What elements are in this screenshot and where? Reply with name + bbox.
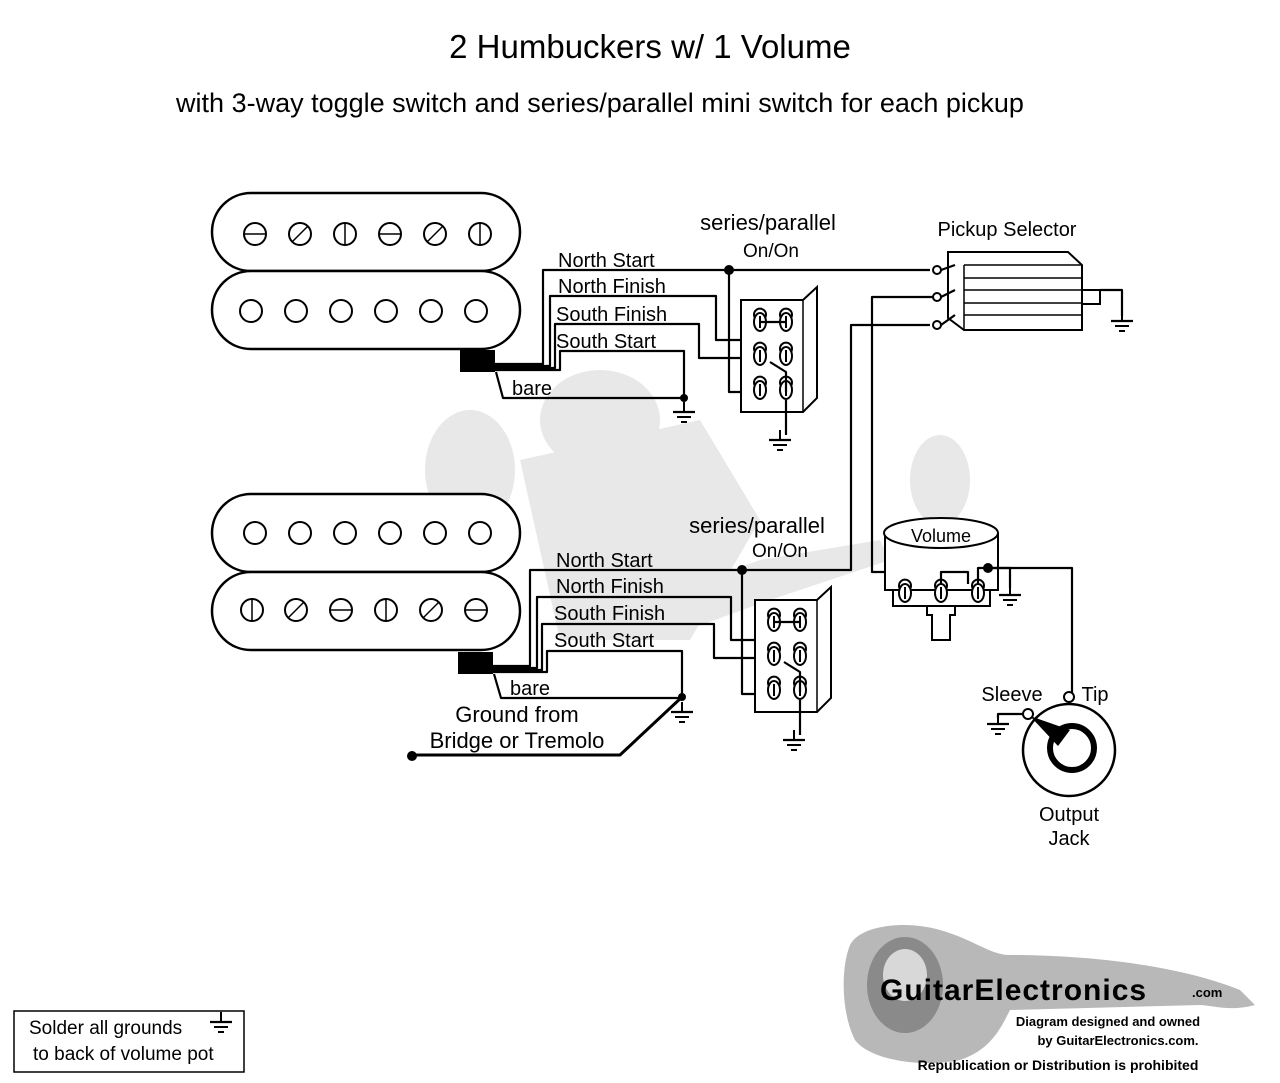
pickup-2-wire-north-start: North Start xyxy=(556,550,653,572)
pickup-1-wire-north-start: North Start xyxy=(558,250,655,272)
pickup-2-wire-north-finish: North Finish xyxy=(556,576,664,598)
logo-line3: Republication or Distribution is prohibi… xyxy=(918,1057,1199,1073)
logo-brand-text: GuitarElectronics xyxy=(880,974,1147,1007)
pole-screws-1 xyxy=(243,222,492,246)
pickup-selector-toggle xyxy=(932,251,1135,333)
switch-1-label: series/parallel xyxy=(700,210,836,235)
volume-pot: Volume xyxy=(883,517,1074,694)
pickup-selector-label: Pickup Selector xyxy=(938,219,1077,241)
pole-screws-2 xyxy=(240,598,488,622)
output-jack xyxy=(985,691,1117,798)
pickup-2-wire-bare: bare xyxy=(510,678,550,700)
pole-slugs-1 xyxy=(239,299,488,323)
jack-sleeve-label: Sleeve xyxy=(981,684,1042,706)
ground-note-line2: Bridge or Tremolo xyxy=(430,728,605,753)
diagram-subtitle: with 3-way toggle switch and series/para… xyxy=(175,88,1024,118)
logo-line2: by GuitarElectronics.com. xyxy=(1037,1033,1198,1048)
pickup-1-wire-bare: bare xyxy=(512,378,552,400)
switch-2-sublabel: On/On xyxy=(752,541,808,562)
pickup-1-wire-south-start: South Start xyxy=(556,331,657,353)
humbucker-pickup-2 xyxy=(210,492,522,674)
pole-slugs-2 xyxy=(243,521,492,545)
solder-note-line1: Solder all grounds xyxy=(29,1018,182,1039)
guitarelectronics-logo: GuitarElectronics .com Diagram designed … xyxy=(843,925,1255,1073)
logo-line1: Diagram designed and owned xyxy=(1016,1014,1200,1029)
switch-1-sublabel: On/On xyxy=(743,241,799,262)
logo-brand-suffix: .com xyxy=(1192,985,1222,1000)
volume-label: Volume xyxy=(911,526,971,546)
solder-note-line2: to back of volume pot xyxy=(33,1044,214,1065)
jack-output-label: Output xyxy=(1039,804,1099,826)
ground-note-line1: Ground from xyxy=(455,702,579,727)
series-parallel-switch-1 xyxy=(740,284,818,452)
series-parallel-switch-2 xyxy=(754,584,832,752)
pickup-1-leads xyxy=(488,265,930,424)
jack-tip-label: Tip xyxy=(1081,684,1108,706)
pickup-2-wire-south-finish: South Finish xyxy=(554,603,665,625)
pickup-1-wire-south-finish: South Finish xyxy=(556,304,667,326)
diagram-title: 2 Humbuckers w/ 1 Volume xyxy=(449,28,851,65)
pickup-2-wire-south-start: South Start xyxy=(554,630,655,652)
solder-note-box: Solder all grounds to back of volume pot xyxy=(13,1010,245,1073)
pickup-1-wire-north-finish: North Finish xyxy=(558,276,666,298)
pickup-2-leads xyxy=(407,323,930,761)
jack-jack-label: Jack xyxy=(1048,828,1090,850)
humbucker-pickup-1 xyxy=(210,191,522,372)
switch-2-label: series/parallel xyxy=(689,513,825,538)
